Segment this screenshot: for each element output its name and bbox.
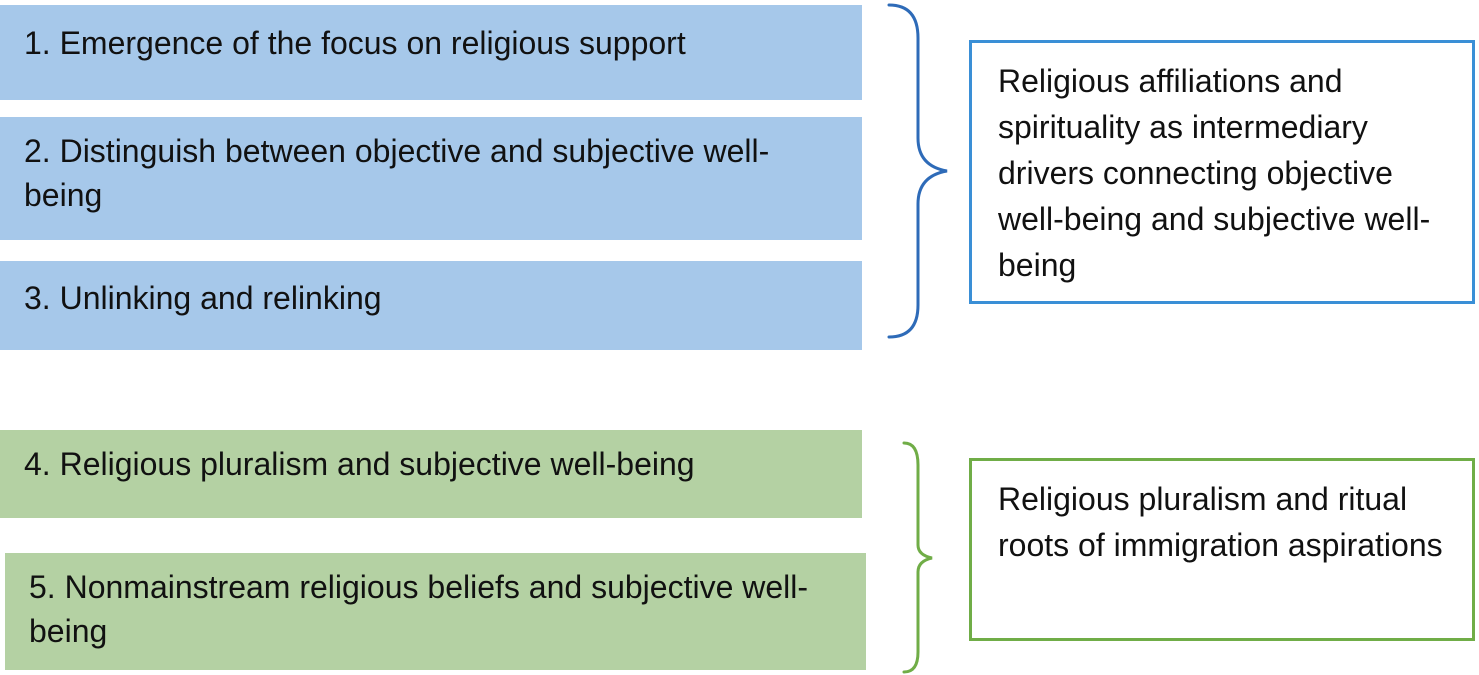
step-5-box: 5. Nonmainstream religious beliefs and s… <box>5 553 866 670</box>
step-1-label: 1. Emergence of the focus on religious s… <box>24 25 686 61</box>
summary-pluralism-text: Religious pluralism and ritual roots of … <box>998 481 1443 563</box>
summary-box-affiliations: Religious affiliations and spirituality … <box>969 40 1475 304</box>
step-4-box: 4. Religious pluralism and subjective we… <box>0 430 862 518</box>
blue-brace-icon <box>887 3 948 339</box>
step-5-label: 5. Nonmainstream religious beliefs and s… <box>29 569 809 649</box>
step-1-box: 1. Emergence of the focus on religious s… <box>0 5 862 100</box>
step-2-label: 2. Distinguish between objective and sub… <box>24 133 770 213</box>
summary-affiliations-text: Religious affiliations and spirituality … <box>998 63 1431 283</box>
green-brace-icon <box>902 441 933 674</box>
step-2-box: 2. Distinguish between objective and sub… <box>0 117 862 240</box>
step-4-label: 4. Religious pluralism and subjective we… <box>24 446 695 482</box>
step-3-label: 3. Unlinking and relinking <box>24 280 382 316</box>
summary-box-pluralism: Religious pluralism and ritual roots of … <box>969 458 1475 641</box>
step-3-box: 3. Unlinking and relinking <box>0 261 862 350</box>
